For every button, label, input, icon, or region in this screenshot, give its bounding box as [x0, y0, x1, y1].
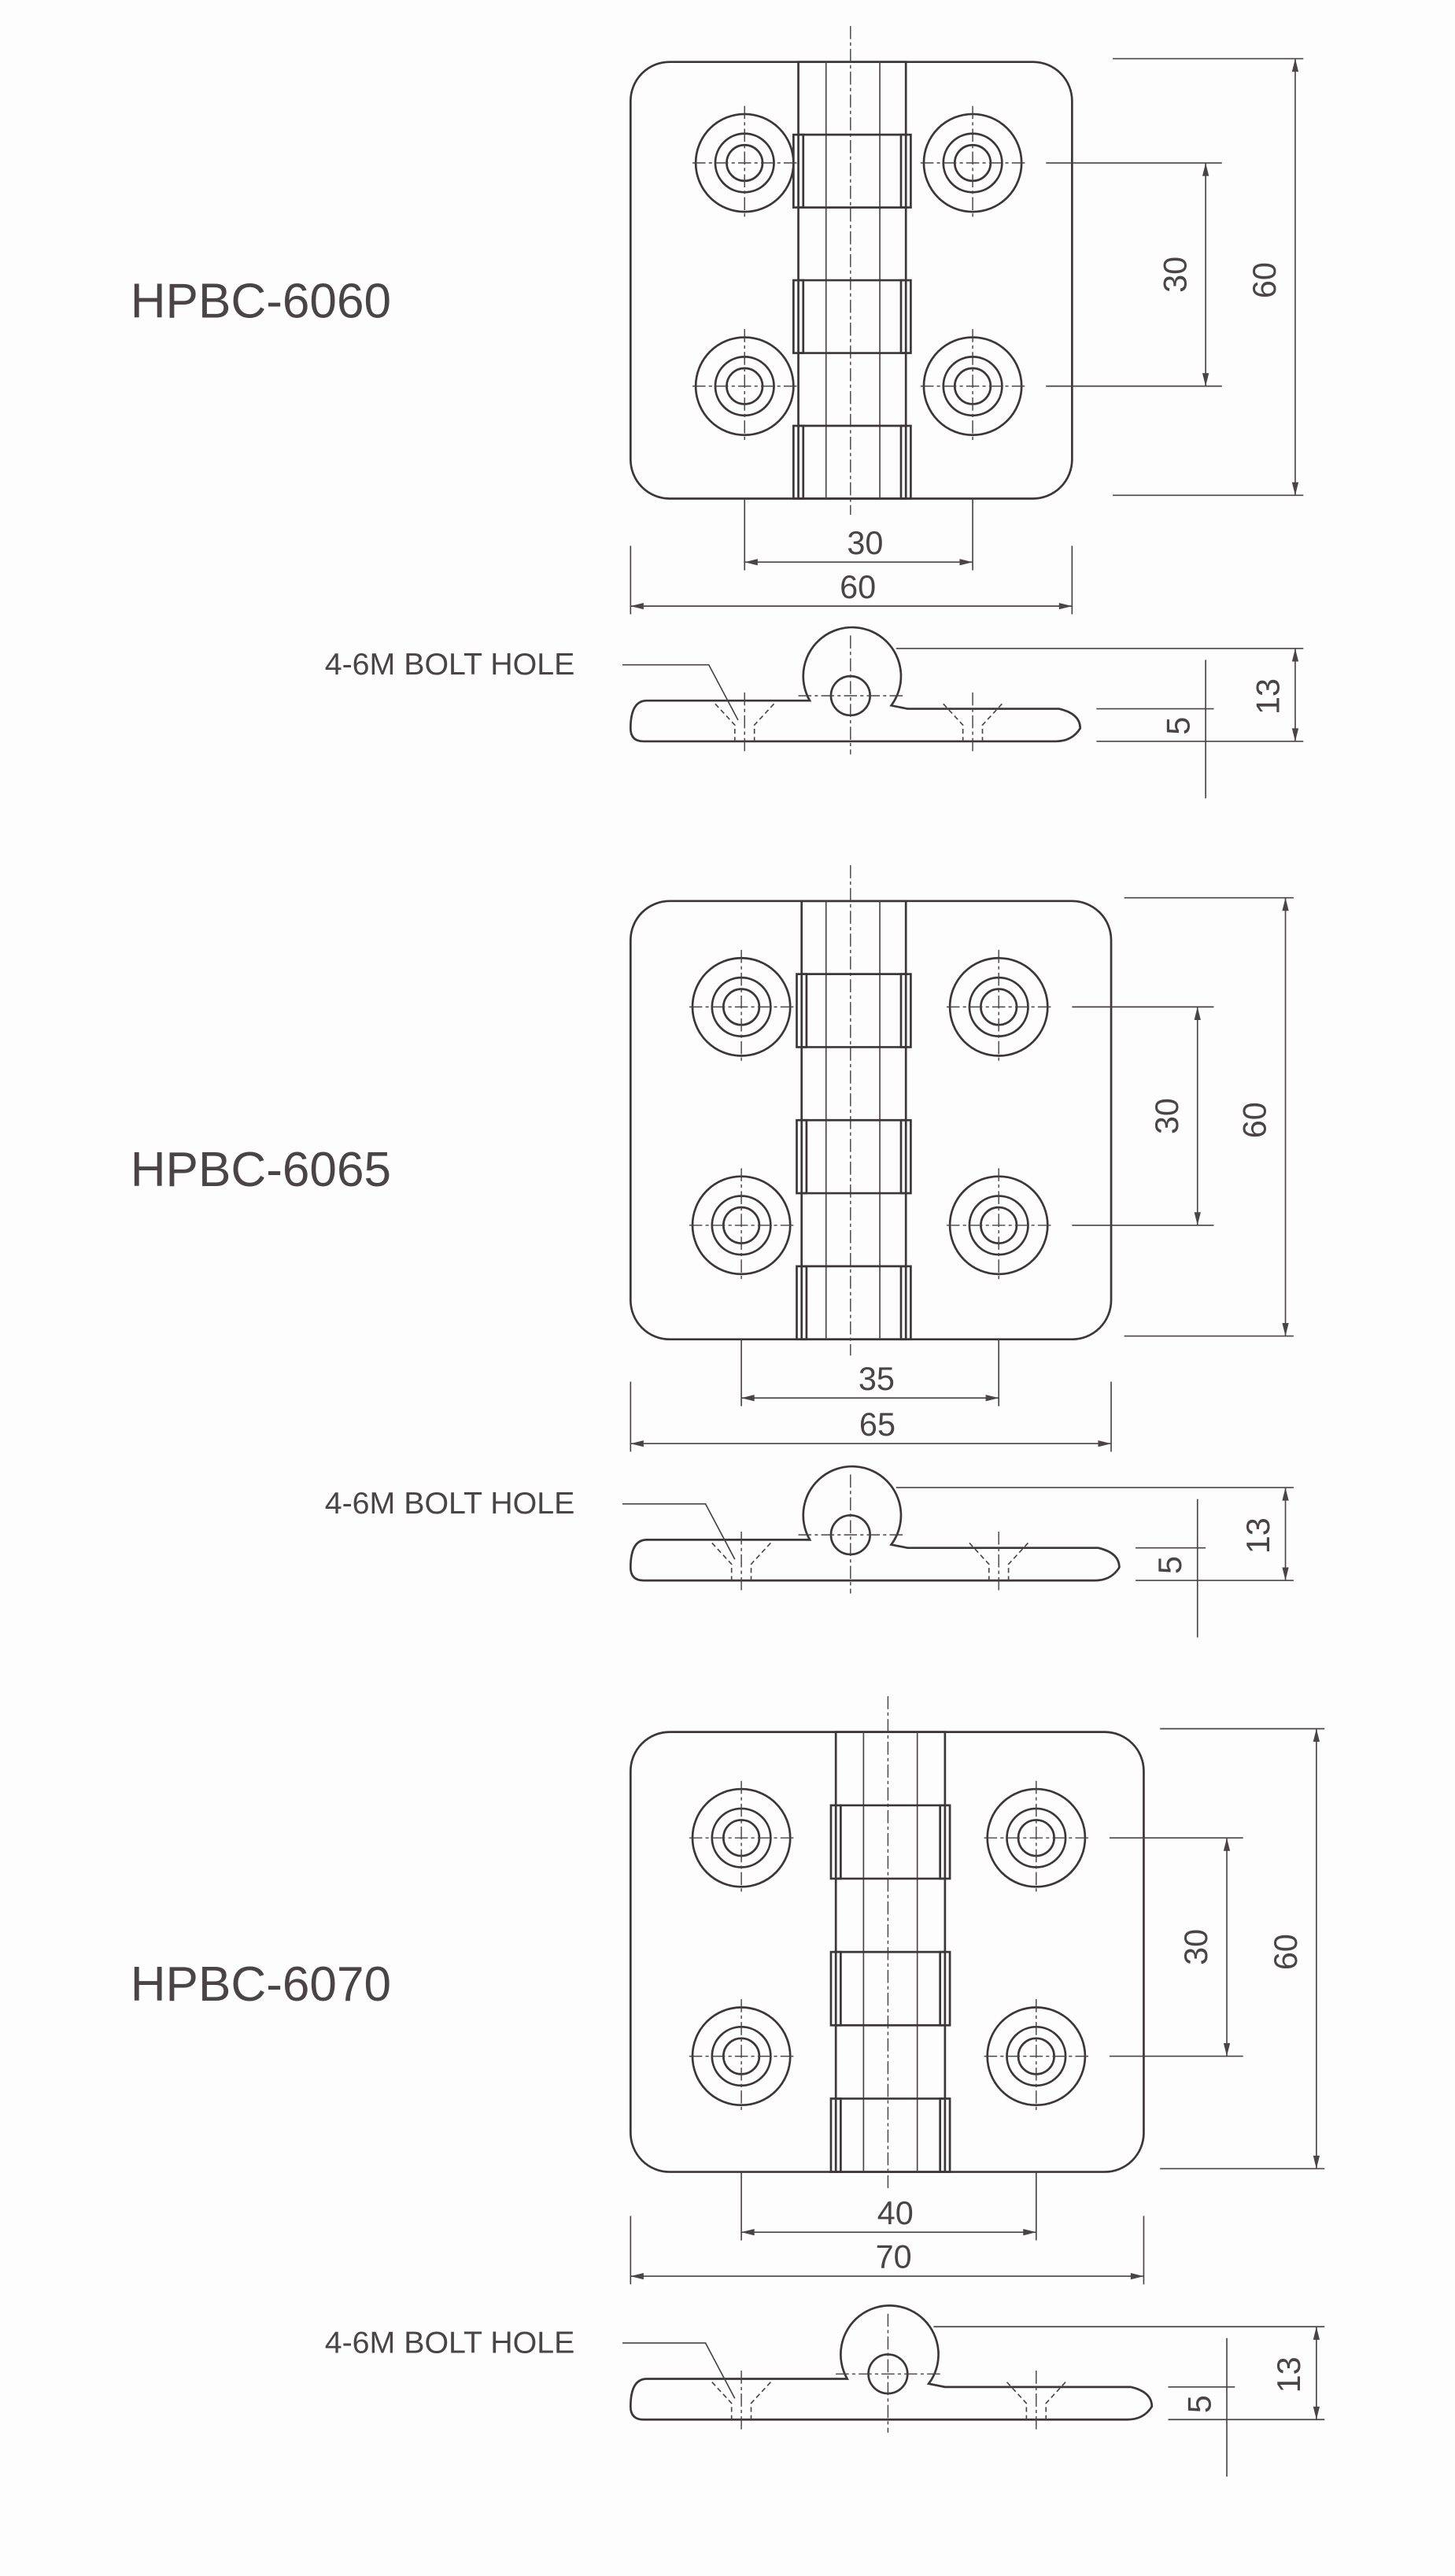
knuckle-step	[829, 1804, 842, 1880]
arrowhead	[1202, 373, 1209, 386]
arrowhead	[1223, 1838, 1231, 1851]
knuckle-step	[792, 279, 805, 354]
knuckle-step	[899, 133, 912, 209]
hinge-2: HPBC-6065 30 60 35 65 4-6M BOLT HOLE 13 5	[131, 865, 1294, 1638]
arrowhead	[1313, 2327, 1320, 2340]
knuckle-step	[939, 2097, 951, 2173]
arrowhead	[741, 1395, 755, 1402]
arrowhead	[744, 559, 758, 566]
model-label: HPBC-6060	[131, 275, 391, 329]
arrowhead	[1282, 1567, 1289, 1581]
model-label: HPBC-6065	[131, 1143, 391, 1197]
bolt-hole	[692, 105, 797, 220]
bolt-hole	[689, 1999, 794, 2114]
arrowhead	[1313, 2406, 1320, 2420]
leader-line	[622, 663, 739, 721]
side-view-profile	[629, 2304, 1154, 2421]
countersink-hidden	[1006, 2382, 1066, 2420]
dim-height: 60	[1268, 1934, 1304, 1970]
knuckle-step	[796, 1118, 808, 1195]
bolt-hole-label: 4-6M BOLT HOLE	[325, 1486, 575, 1521]
dim-hole-pitch-horizontal: 35	[859, 1361, 895, 1397]
bolt-hole	[984, 1999, 1089, 2114]
hinge-3: HPBC-6070 30 60 40 70 4-6M BOLT HOLE 13 5	[131, 1696, 1325, 2477]
bolt-hole	[692, 329, 797, 444]
arrowhead	[1223, 2043, 1231, 2057]
dim-width: 70	[876, 2239, 912, 2275]
arrowhead	[630, 602, 644, 610]
dim-hole-pitch-vertical: 30	[1157, 257, 1193, 293]
dim-height: 60	[1246, 262, 1283, 298]
dim-hole-pitch-vertical: 30	[1149, 1098, 1185, 1134]
arrowhead	[1202, 163, 1209, 176]
hinge-1: HPBC-6060 30 60 30 60 4-6M BOLT HOLE 13 5	[131, 26, 1304, 799]
arrowhead	[1098, 1440, 1112, 1447]
dim-width: 65	[859, 1406, 896, 1443]
bolt-hole	[946, 1168, 1051, 1283]
knuckle-step	[792, 424, 805, 500]
model-label: HPBC-6070	[131, 1957, 391, 2012]
arrowhead	[985, 1395, 999, 1402]
side-view-profile	[629, 626, 1082, 743]
dim-total-thickness: 13	[1271, 2356, 1307, 2393]
knuckle-step	[899, 1118, 912, 1195]
bolt-hole	[984, 1780, 1089, 1895]
knuckle-step	[899, 973, 912, 1048]
arrowhead	[1130, 2272, 1144, 2280]
dim-total-thickness: 13	[1250, 678, 1286, 715]
arrowhead	[959, 559, 973, 566]
arrowhead	[1291, 728, 1299, 741]
dim-leaf-thickness: 5	[1160, 717, 1196, 735]
arrowhead	[1282, 1488, 1289, 1501]
knuckle-step	[899, 1265, 912, 1341]
arrowhead	[1291, 58, 1299, 72]
knuckle-step	[899, 424, 912, 500]
arrowhead	[630, 1440, 644, 1447]
knuckle-step	[796, 973, 808, 1048]
arrowhead	[1023, 2229, 1036, 2236]
dim-hole-pitch-horizontal: 30	[847, 525, 883, 561]
dim-width: 60	[840, 569, 876, 605]
bolt-hole	[689, 1168, 794, 1283]
arrowhead	[1058, 602, 1073, 610]
bolt-hole	[946, 949, 1051, 1064]
countersink-hidden	[711, 1542, 771, 1581]
bolt-hole-label: 4-6M BOLT HOLE	[325, 2325, 575, 2360]
side-view-profile	[629, 1465, 1121, 1582]
knuckle-step	[829, 2097, 842, 2173]
arrowhead	[1282, 897, 1289, 911]
arrowhead	[1291, 648, 1299, 662]
bolt-hole-label: 4-6M BOLT HOLE	[325, 647, 575, 682]
countersink-hidden	[711, 2382, 771, 2420]
dim-height: 60	[1237, 1102, 1273, 1138]
knuckle-step	[899, 279, 912, 354]
leader-line	[622, 1502, 736, 1560]
knuckle-step	[796, 1265, 808, 1341]
dim-leaf-thickness: 5	[1152, 1556, 1188, 1574]
knuckle-step	[939, 1950, 951, 2027]
dim-total-thickness: 13	[1240, 1517, 1276, 1554]
arrowhead	[630, 2272, 644, 2280]
arrowhead	[1313, 1728, 1320, 1743]
dim-leaf-thickness: 5	[1181, 2395, 1217, 2413]
arrowhead	[1291, 482, 1299, 496]
arrowhead	[741, 2229, 755, 2236]
leader-line	[622, 2342, 736, 2399]
bolt-hole	[689, 949, 794, 1064]
bolt-hole	[689, 1780, 794, 1895]
countersink-hidden	[969, 1542, 1029, 1581]
countersink-hidden	[943, 703, 1003, 741]
knuckle-step	[939, 1804, 951, 1880]
arrowhead	[1282, 1323, 1289, 1336]
dim-hole-pitch-vertical: 30	[1178, 1929, 1214, 1965]
arrowhead	[1194, 1212, 1201, 1225]
dim-hole-pitch-horizontal: 40	[877, 2195, 914, 2231]
knuckle-step	[829, 1950, 842, 2027]
arrowhead	[1313, 2155, 1320, 2169]
countersink-hidden	[715, 703, 775, 741]
bolt-hole	[920, 329, 1025, 444]
bolt-hole	[920, 105, 1025, 220]
arrowhead	[1194, 1007, 1201, 1020]
